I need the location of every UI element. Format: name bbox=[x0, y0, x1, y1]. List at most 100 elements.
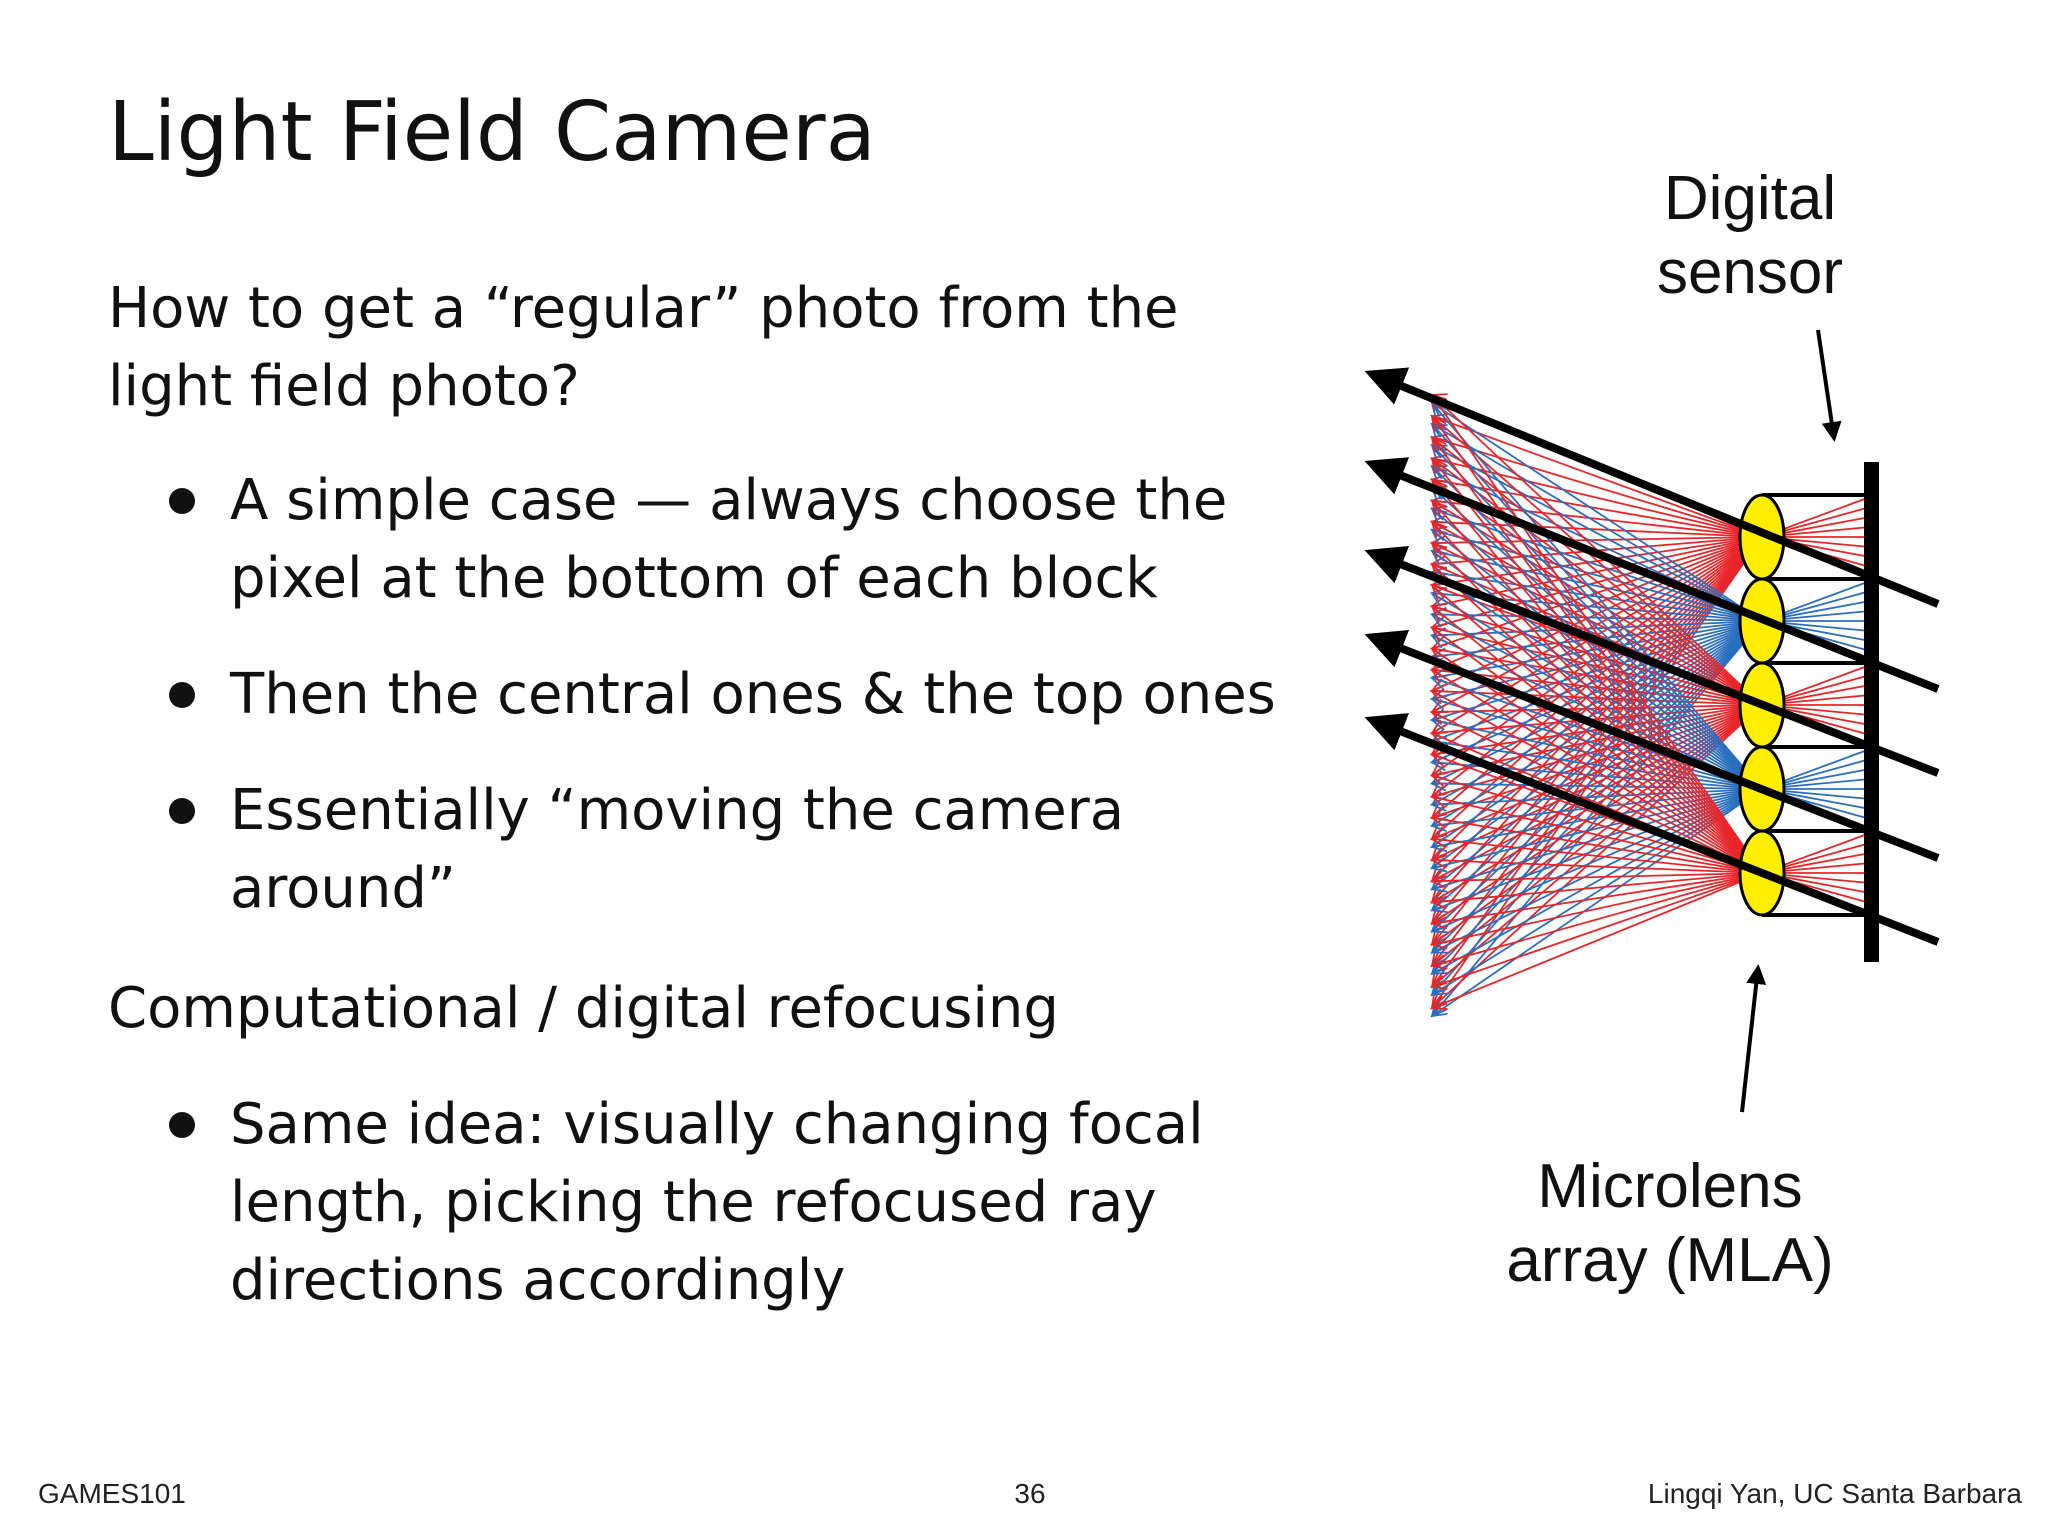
ray-arrowhead-icon bbox=[1430, 636, 1448, 652]
ray-arrowhead-icon bbox=[1430, 499, 1448, 515]
ray-arrowhead-icon bbox=[1430, 433, 1448, 449]
ray-arrowhead-icon bbox=[1430, 541, 1448, 556]
ray-line bbox=[1431, 620, 1763, 806]
ray-arrowhead-icon bbox=[1430, 444, 1448, 459]
ray-arrowhead-icon bbox=[1430, 566, 1448, 582]
ray-arrowhead-icon bbox=[1430, 836, 1448, 853]
sensor-ray-line bbox=[1761, 788, 1871, 820]
sensor-ray-line bbox=[1761, 536, 1871, 558]
ray-line bbox=[1431, 698, 1763, 790]
mla-pointer-arrow bbox=[1740, 964, 1767, 1113]
ray-line bbox=[1431, 620, 1763, 954]
ray-arrowhead-icon bbox=[1430, 413, 1448, 429]
ray-arrowhead-icon bbox=[1430, 457, 1448, 473]
ray-line bbox=[1431, 704, 1763, 882]
ray-line bbox=[1431, 872, 1763, 1009]
ray-line bbox=[1431, 704, 1763, 713]
chief-ray-arrow bbox=[1364, 545, 1940, 777]
ray-arrowhead-icon bbox=[1430, 549, 1448, 566]
ray-line bbox=[1431, 457, 1763, 874]
ray-arrowhead-icon bbox=[1430, 478, 1448, 494]
sensor-ray-line bbox=[1761, 832, 1871, 874]
ray-arrowhead-icon bbox=[1430, 715, 1448, 731]
ray-arrowhead-icon bbox=[1430, 886, 1447, 904]
sensor-ray-line bbox=[1761, 580, 1871, 622]
sensor-ray-line bbox=[1761, 788, 1871, 810]
bullet-dot-icon bbox=[169, 798, 195, 824]
ray-arrowhead-icon bbox=[1430, 582, 1448, 598]
ray-line bbox=[1431, 838, 1763, 874]
ray-line bbox=[1431, 647, 1763, 706]
ray-arrowhead-icon bbox=[1430, 525, 1448, 541]
ray-line bbox=[1431, 788, 1763, 869]
ray-arrowhead-icon bbox=[1430, 791, 1448, 806]
ray-line bbox=[1431, 592, 1763, 790]
digital-sensor-label: Digital sensor bbox=[1590, 162, 1910, 310]
ray-arrowhead-icon bbox=[1429, 755, 1447, 772]
sensor-ray-line bbox=[1761, 536, 1871, 578]
ray-arrowhead-icon bbox=[1430, 950, 1447, 968]
ray-arrowhead-icon bbox=[1430, 951, 1448, 967]
ray-line bbox=[1431, 613, 1763, 622]
ray-arrowhead-icon bbox=[1430, 867, 1448, 883]
ray-arrowhead-icon bbox=[1430, 507, 1448, 524]
ray-line bbox=[1431, 620, 1763, 721]
ray-arrowhead-icon bbox=[1430, 908, 1447, 925]
ray-line bbox=[1431, 704, 1763, 798]
ray-line bbox=[1431, 499, 1763, 538]
ray-line bbox=[1431, 690, 1763, 874]
ray-arrowhead-icon bbox=[1429, 724, 1447, 740]
ray-arrowhead-icon bbox=[1430, 414, 1447, 432]
ray-line bbox=[1431, 550, 1763, 622]
ray-arrowhead-icon bbox=[1430, 811, 1448, 827]
microlens bbox=[1738, 577, 1786, 665]
ray-arrowhead-icon bbox=[1429, 555, 1447, 571]
sensor-ray-line bbox=[1761, 526, 1871, 538]
ray-arrowhead-icon bbox=[1430, 486, 1448, 503]
ray-arrowhead-icon bbox=[1430, 667, 1448, 684]
ray-line bbox=[1431, 634, 1763, 790]
ray-line bbox=[1431, 872, 1763, 946]
ray-line bbox=[1431, 676, 1763, 790]
ray-line bbox=[1431, 478, 1763, 874]
ray-fans bbox=[1429, 393, 1871, 1018]
ray-arrowhead-icon bbox=[1430, 918, 1448, 934]
sensor-ray-line bbox=[1761, 748, 1871, 790]
ray-arrowhead-icon bbox=[1430, 626, 1448, 642]
ray-arrowhead-icon bbox=[1430, 823, 1448, 841]
ray-arrowhead-icon bbox=[1430, 792, 1448, 808]
ray-arrowhead-icon bbox=[1430, 453, 1448, 470]
ray-line bbox=[1431, 394, 1763, 874]
microlens bbox=[1738, 493, 1786, 581]
ray-arrowhead-icon bbox=[1430, 505, 1448, 521]
ray-line bbox=[1431, 788, 1763, 848]
ray-line bbox=[1431, 788, 1763, 933]
ray-line bbox=[1431, 563, 1763, 874]
ray-line bbox=[1431, 536, 1763, 544]
ray-line bbox=[1431, 536, 1763, 608]
ray-line bbox=[1431, 704, 1763, 1009]
sensor-ray-line bbox=[1761, 788, 1871, 800]
ray-line bbox=[1431, 704, 1763, 777]
ray-arrowhead-icon bbox=[1430, 654, 1448, 669]
ray-line bbox=[1431, 444, 1763, 622]
bullet-item: Then the central ones & the top ones bbox=[108, 656, 1350, 734]
ray-line bbox=[1431, 872, 1763, 925]
chief-ray-arrow bbox=[1364, 367, 1940, 608]
ray-arrowhead-icon bbox=[1430, 520, 1448, 536]
ray-arrowhead-icon bbox=[1430, 930, 1448, 946]
ray-line bbox=[1431, 529, 1763, 790]
mla-structure bbox=[1738, 462, 1879, 962]
sensor-ray-line bbox=[1761, 620, 1871, 642]
ray-arrowhead-icon bbox=[1429, 816, 1447, 833]
ray-line bbox=[1431, 536, 1763, 756]
ray-line bbox=[1431, 584, 1763, 874]
ray-arrowhead-icon bbox=[1430, 937, 1448, 955]
ray-line bbox=[1431, 620, 1763, 933]
ray-line bbox=[1431, 465, 1763, 790]
ray-arrowhead-icon bbox=[1430, 546, 1448, 562]
ray-line bbox=[1431, 423, 1763, 622]
ray-arrowhead-icon bbox=[1430, 583, 1448, 601]
ray-line bbox=[1431, 647, 1763, 874]
ray-line bbox=[1431, 788, 1763, 954]
